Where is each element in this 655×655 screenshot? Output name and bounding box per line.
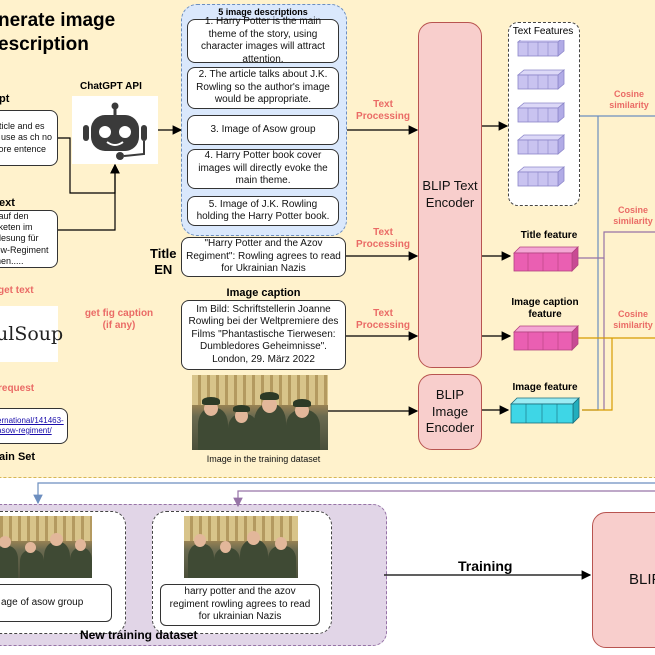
text-label: ext (0, 197, 15, 209)
blip-partial: BLIP (592, 512, 655, 648)
text-feature-vectors (516, 40, 565, 187)
request-label: request (0, 383, 35, 394)
blip-text-encoder: BLIP Text Encoder (418, 22, 482, 368)
training-photo (192, 375, 328, 450)
train-set-label: ain Set (0, 451, 36, 463)
cosine-similarity-label: Cosine similarity (613, 205, 653, 226)
source-text: n auf den taketen im urlesung für sow-Re… (0, 210, 49, 266)
page-title: nerate image escription (0, 10, 116, 55)
get-caption-label: get fig caption (if any) (84, 308, 154, 331)
url-box: ernational/141463- asow-regiment/ (0, 408, 68, 444)
image-feature-label: Image feature (512, 382, 578, 393)
text-processing-label: Text Processing (356, 227, 410, 250)
title-en-box: "Harry Potter and the Azov Regiment": Ro… (181, 237, 346, 277)
cosine-similarity-label: Cosine similarity (609, 89, 649, 110)
text-processing-label: Text Processing (356, 308, 410, 331)
new-dataset-label: New training dataset (80, 628, 198, 642)
description-item: 5. Image of J.K. Rowling holding the Har… (187, 196, 339, 226)
dataset-photo (0, 516, 92, 578)
image-feature-vector (510, 397, 580, 424)
text-box: n auf den taketen im urlesung für sow-Re… (0, 210, 58, 268)
dataset-card-text: harry potter and the azov regiment rowli… (160, 584, 320, 626)
title-feature-vector (513, 246, 579, 272)
descriptions-title: 5 image descriptions (218, 7, 308, 17)
photo-caption: Image in the training dataset (206, 454, 321, 464)
caption-box: Im Bild: Schriftstellerin Joanne Rowling… (181, 300, 346, 370)
get-text-label: get text (0, 285, 34, 296)
cosine-similarity-label: Cosine similarity (613, 309, 653, 330)
prompt-label: pt (0, 93, 10, 105)
dataset-photo (184, 516, 298, 578)
description-item: 4. Harry Potter book cover images will d… (187, 149, 339, 189)
blip-image-encoder: BLIP Image Encoder (418, 374, 482, 450)
prompt-box: article and es to use as ch no more ente… (0, 110, 58, 166)
title-feature-label: Title feature (520, 230, 578, 241)
description-item: 1. Harry Potter is the main theme of the… (187, 16, 339, 65)
url-link-2[interactable]: asow-regiment/ (0, 426, 52, 435)
training-label: Training (458, 558, 513, 574)
beautifulsoup-logo: ulSoup (0, 306, 63, 362)
dataset-card-text: age of asow group (0, 584, 112, 622)
url-link-1[interactable]: ernational/141463- (0, 416, 64, 425)
caption-feature-vector (513, 325, 579, 351)
text-features-label: Text Features (512, 26, 574, 37)
description-item: 2. The article talks about J.K. Rowling … (187, 67, 339, 109)
prompt-text: article and es to use as ch no more ente… (0, 121, 53, 154)
caption-heading: Image caption (226, 287, 301, 299)
robot-icon (72, 96, 158, 164)
chatgpt-label: ChatGPT API (80, 81, 142, 92)
title-en-label: Title EN (150, 246, 177, 278)
caption-feature-label: Image caption feature (511, 297, 579, 320)
text-processing-label: Text Processing (356, 99, 410, 122)
description-item: 3. Image of Asow group (187, 115, 339, 145)
